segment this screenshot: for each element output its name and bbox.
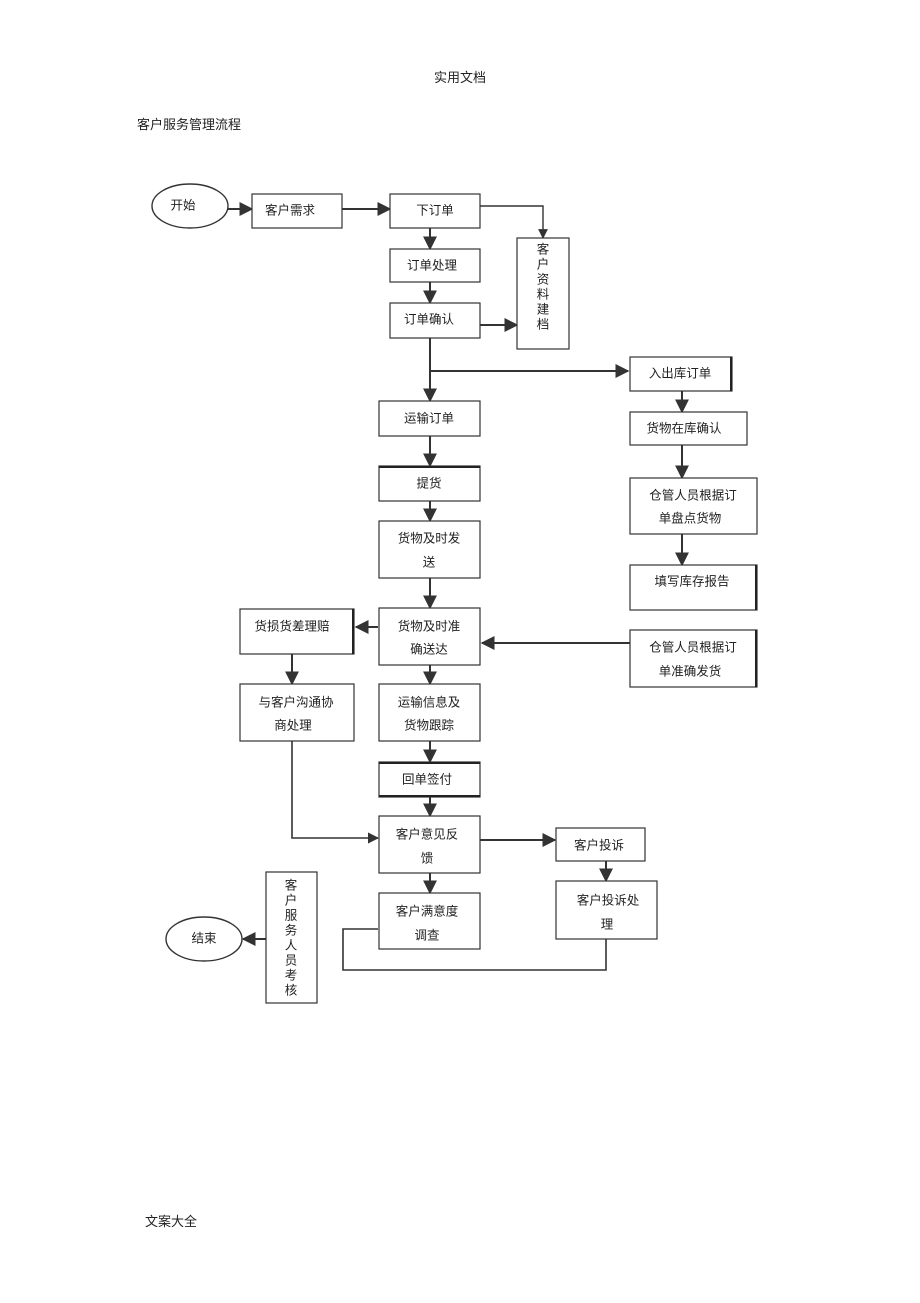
svg-text:客户满意度: 客户满意度 — [396, 904, 459, 919]
svg-text:订单确认: 订单确认 — [404, 312, 455, 327]
node-inout-order: 入出库订单 — [629, 356, 733, 392]
document-title: 客户服务管理流程 — [137, 118, 242, 133]
node-feedback: 客户意见反 馈 — [378, 815, 481, 874]
svg-text:货损货差理赔: 货损货差理赔 — [254, 619, 329, 634]
node-tracking: 运输信息及 货物跟踪 — [378, 683, 481, 742]
svg-text:服: 服 — [285, 908, 298, 923]
svg-text:仓管人员根据订: 仓管人员根据订 — [649, 640, 737, 655]
svg-text:送: 送 — [423, 555, 436, 570]
node-staff-assessment: 客 户 服 务 人 员 考 核 — [265, 871, 318, 1004]
node-goods-in-stock-confirm: 货物在库确认 — [629, 411, 748, 446]
node-keeper-ship: 仓管人员根据订 单准确发货 — [629, 629, 758, 688]
svg-text:馈: 馈 — [421, 851, 434, 866]
svg-text:资: 资 — [537, 272, 550, 287]
svg-text:户: 户 — [537, 257, 550, 272]
start-label: 开始 — [170, 198, 196, 213]
node-order-processing: 订单处理 — [389, 248, 481, 283]
svg-text:务: 务 — [285, 923, 298, 938]
end-label: 结束 — [191, 931, 217, 946]
svg-text:货物及时发: 货物及时发 — [398, 531, 461, 546]
svg-text:运输信息及: 运输信息及 — [398, 695, 461, 710]
node-place-order: 下订单 — [389, 193, 481, 229]
node-timely-ship: 货物及时发 送 — [378, 520, 481, 579]
page-footer: 文案大全 — [145, 1215, 198, 1230]
flow-connectors — [228, 202, 689, 971]
svg-text:仓管人员根据订: 仓管人员根据订 — [649, 488, 737, 503]
svg-text:货物跟踪: 货物跟踪 — [404, 718, 455, 733]
svg-text:商处理: 商处理 — [274, 718, 312, 733]
svg-text:客户投诉: 客户投诉 — [574, 838, 624, 853]
node-order-confirm: 订单确认 — [389, 302, 481, 339]
svg-text:货物及时准: 货物及时准 — [398, 619, 461, 634]
node-keeper-count: 仓管人员根据订 单盘点货物 — [629, 477, 758, 535]
node-timely-deliver: 货物及时准 确送达 — [378, 607, 481, 666]
svg-text:客户意见反: 客户意见反 — [396, 827, 459, 842]
svg-text:运输订单: 运输订单 — [404, 411, 454, 426]
page-header: 实用文档 — [433, 71, 486, 86]
svg-text:单准确发货: 单准确发货 — [659, 664, 722, 679]
svg-text:客户需求: 客户需求 — [265, 203, 316, 218]
svg-text:客: 客 — [285, 878, 298, 893]
svg-text:下订单: 下订单 — [416, 203, 454, 218]
svg-text:填写库存报告: 填写库存报告 — [654, 574, 729, 589]
start-terminal: 开始 — [151, 183, 229, 229]
svg-text:档: 档 — [537, 317, 550, 332]
svg-text:员: 员 — [285, 953, 298, 968]
svg-text:订单处理: 订单处理 — [407, 258, 458, 273]
svg-text:考: 考 — [285, 968, 298, 983]
node-satisfaction-survey: 客户满意度 调查 — [378, 892, 481, 950]
node-fill-stock-report: 填写库存报告 — [629, 564, 758, 611]
svg-text:核: 核 — [285, 983, 298, 998]
node-damage-claim: 货损货差理赔 — [239, 608, 355, 655]
svg-text:客户投诉处: 客户投诉处 — [577, 893, 640, 908]
svg-text:调查: 调查 — [414, 928, 440, 943]
node-customer-demand: 客户需求 — [251, 193, 343, 229]
node-pickup: 提货 — [378, 465, 481, 502]
svg-text:入出库订单: 入出库订单 — [649, 366, 712, 381]
svg-text:料: 料 — [537, 287, 550, 302]
node-negotiate: 与客户沟通协 商处理 — [239, 683, 355, 742]
svg-text:与客户沟通协: 与客户沟通协 — [258, 695, 334, 710]
svg-text:人: 人 — [285, 938, 298, 953]
end-terminal: 结束 — [165, 916, 243, 962]
svg-text:建: 建 — [537, 302, 550, 317]
node-customer-archive: 客 户 资 料 建 档 — [516, 237, 570, 350]
node-receipt-sign: 回单签付 — [378, 761, 481, 798]
svg-text:提货: 提货 — [416, 476, 441, 491]
svg-text:回单签付: 回单签付 — [402, 772, 452, 787]
node-complaint: 客户投诉 — [555, 827, 646, 862]
svg-text:单盘点货物: 单盘点货物 — [659, 511, 722, 526]
svg-text:货物在库确认: 货物在库确认 — [646, 421, 722, 436]
node-transport-order: 运输订单 — [378, 400, 481, 437]
svg-text:理: 理 — [601, 917, 614, 932]
node-complaint-handling: 客户投诉处 理 — [555, 880, 658, 940]
svg-text:客: 客 — [537, 242, 550, 257]
svg-text:确送达: 确送达 — [410, 642, 448, 657]
svg-text:户: 户 — [285, 893, 298, 908]
